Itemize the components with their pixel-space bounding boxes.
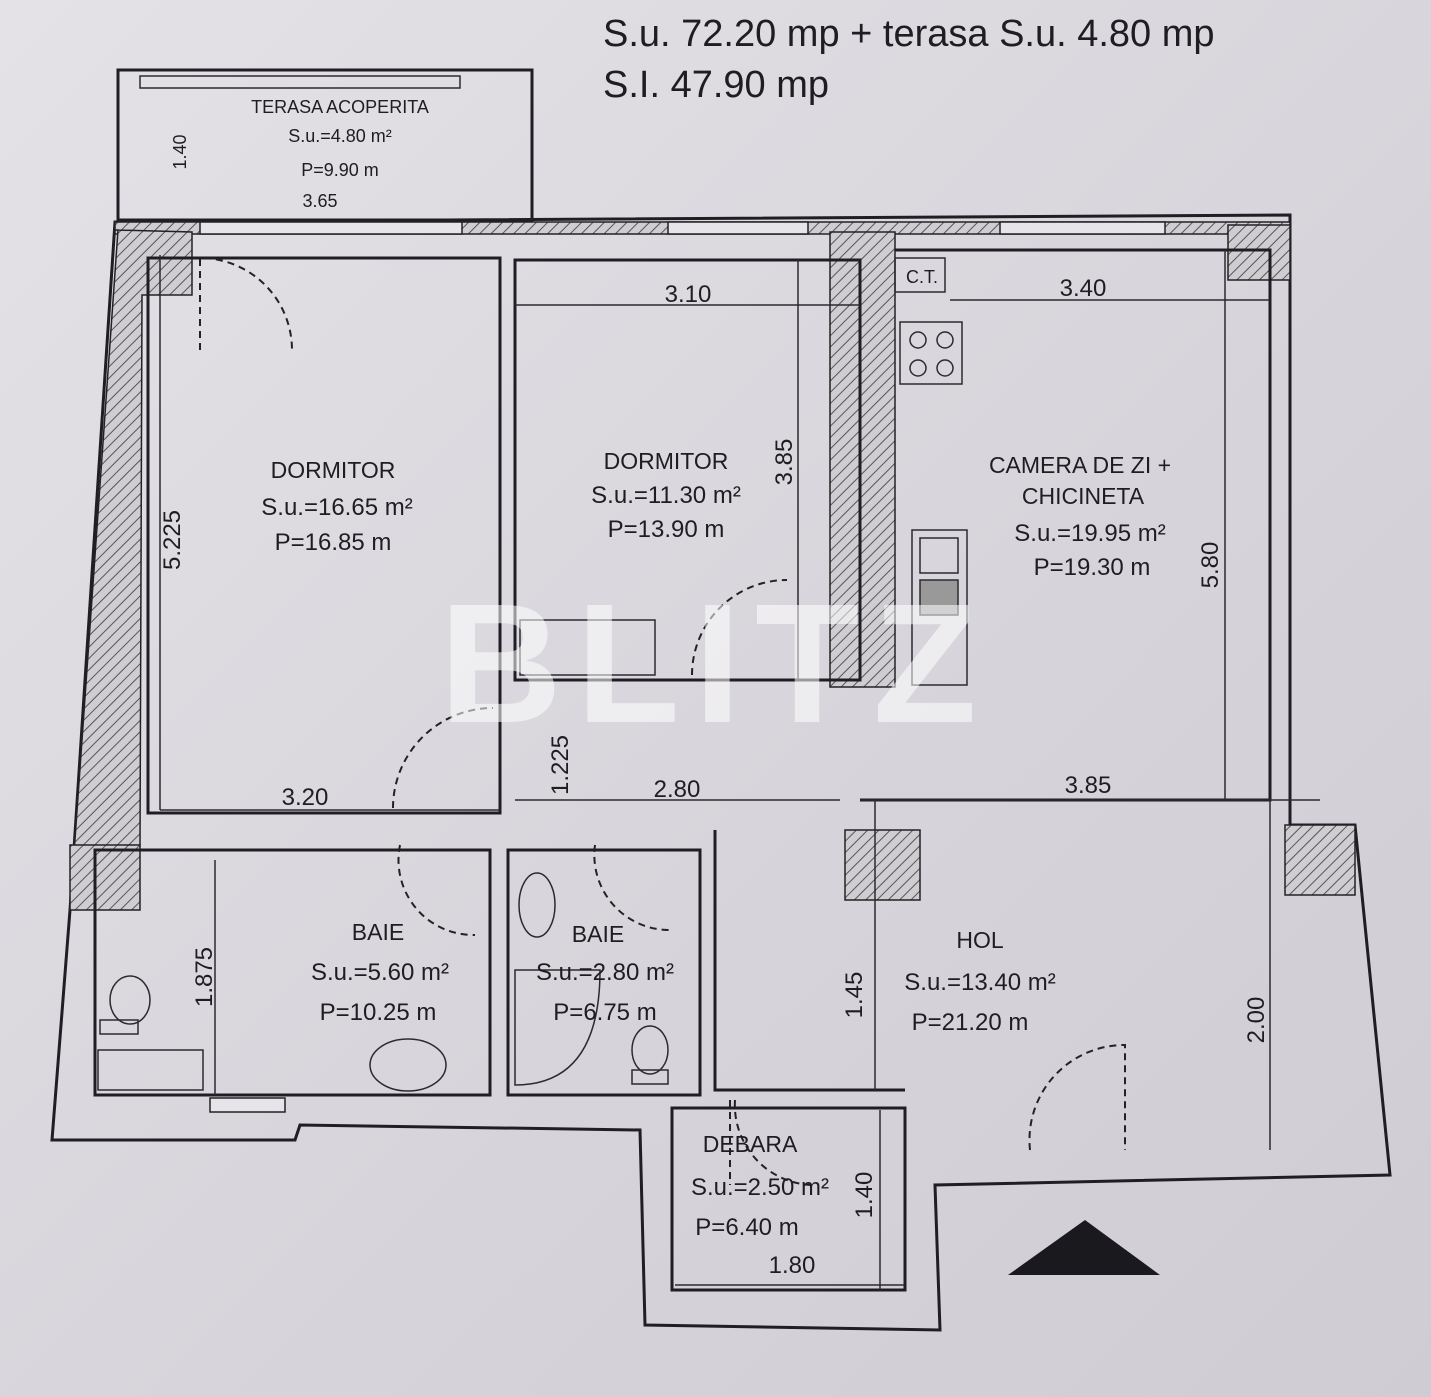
hall-perimeter: P=21.20 m: [912, 1009, 1029, 1036]
living-name-line2: CHICINETA: [1022, 483, 1145, 509]
living-perimeter: P=19.30 m: [1034, 554, 1151, 581]
storage-perimeter: P=6.40 m: [695, 1214, 798, 1241]
living-depth: 5.80: [1197, 542, 1224, 589]
windows: [199, 221, 1166, 1113]
terrace-perimeter: P=9.90 m: [301, 160, 379, 180]
bathroom1-area: S.u.=5.60 m²: [311, 959, 449, 986]
hall-dim-3: 3.85: [1065, 772, 1112, 799]
hall-dim-5: 2.00: [1243, 997, 1270, 1044]
bathroom1-name: BAIE: [352, 919, 404, 945]
terrace-width: 3.65: [302, 191, 337, 211]
bedroom1-name: DORMITOR: [271, 457, 396, 483]
bathroom2-perimeter: P=6.75 m: [553, 999, 656, 1026]
dimension-lines: [159, 250, 1320, 1290]
storage-area: S.u.=2.50 m²: [691, 1174, 829, 1201]
north-arrow-icon: [1008, 1220, 1160, 1275]
bedroom2-area: S.u.=11.30 m²: [591, 482, 741, 509]
terrace-area: S.u.=4.80 m²: [288, 126, 392, 146]
hall-area: S.u.=13.40 m²: [904, 969, 1055, 996]
structural-columns: [69, 224, 1356, 912]
terrace-depth: 1.40: [170, 134, 190, 169]
bedroom1-depth: 5.225: [159, 510, 186, 570]
boiler-label: C.T.: [906, 267, 938, 287]
bathroom2-area: S.u.=2.80 m²: [536, 959, 674, 986]
watermark-logo: BLITZ: [439, 569, 991, 759]
bathroom1-depth: 1.875: [191, 947, 218, 1007]
terrace-name: TERASA ACOPERITA: [251, 97, 429, 117]
bedroom2-perimeter: P=13.90 m: [608, 516, 725, 543]
bathroom1-perimeter: P=10.25 m: [320, 999, 437, 1026]
hall-dim-2: 2.80: [654, 776, 701, 803]
room-walls: [93, 248, 1272, 1292]
total-area-text: S.u. 72.20 mp + terasa S.u. 4.80 mp: [603, 13, 1215, 55]
bedroom2-width: 3.10: [665, 281, 712, 308]
storage-depth: 1.40: [851, 1172, 878, 1219]
living-name-line1: CAMERA DE ZI +: [989, 452, 1171, 478]
storage-name: DEBARA: [703, 1131, 798, 1157]
bedroom2-depth: 3.85: [771, 439, 798, 486]
bathroom2-name: BAIE: [572, 921, 624, 947]
bedroom1-perimeter: P=16.85 m: [275, 529, 392, 556]
bedroom1-area: S.u.=16.65 m²: [261, 494, 412, 521]
bedroom2-name: DORMITOR: [604, 448, 729, 474]
doors: [199, 256, 1126, 1186]
outer-wall: [50, 213, 1392, 1332]
living-area: S.u.=19.95 m²: [1014, 520, 1165, 547]
bedroom1-width: 3.20: [282, 784, 329, 811]
bathroom-fixtures: [97, 619, 669, 1092]
storage-width: 1.80: [769, 1252, 816, 1279]
hall-dim-1: 1.225: [547, 735, 574, 795]
hall-name: HOL: [956, 927, 1004, 953]
living-width: 3.40: [1060, 275, 1107, 302]
kitchen-fixtures: [894, 257, 968, 686]
hall-dim-4: 1.45: [841, 972, 868, 1019]
built-area-text: S.I. 47.90 mp: [603, 64, 829, 106]
